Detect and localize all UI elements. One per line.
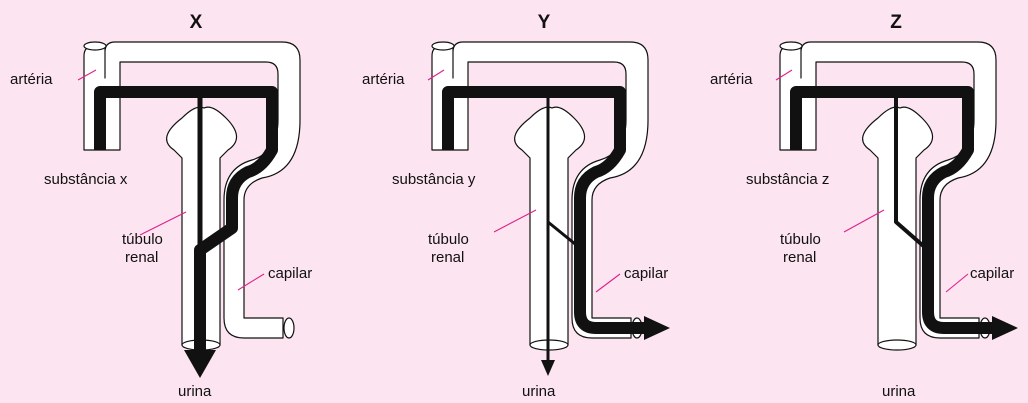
label-urina: urina — [522, 383, 556, 400]
label-urina: urina — [178, 383, 212, 400]
arrow-head-icon — [992, 316, 1018, 340]
label-tubulo-2: renal — [431, 249, 464, 266]
label-tubulo-2: renal — [783, 249, 816, 266]
panel-x: X artéria substância x túbulo renal capi… — [10, 12, 312, 400]
label-capilar: capilar — [268, 265, 312, 282]
label-urina: urina — [882, 383, 916, 400]
label-arteria: artéria — [362, 71, 405, 88]
label-arteria: artéria — [710, 71, 753, 88]
label-substancia: substância y — [392, 171, 476, 188]
label-capilar: capilar — [624, 265, 668, 282]
label-tubulo-2: renal — [125, 249, 158, 266]
panel-title: Z — [890, 12, 902, 33]
arrow-head-icon — [644, 316, 670, 340]
label-tubulo-1: túbulo — [428, 231, 469, 248]
label-substancia: substância z — [746, 171, 829, 188]
panel-z: Z artéria substância z túbulo renal capi… — [710, 12, 1018, 400]
arrow-head-icon — [541, 360, 555, 376]
label-substancia: substância x — [44, 171, 128, 188]
arrow-head-icon — [184, 350, 216, 378]
panel-title: Y — [538, 12, 551, 33]
label-arteria: artéria — [10, 71, 53, 88]
panel-title: X — [190, 12, 203, 33]
label-capilar: capilar — [970, 265, 1014, 282]
label-tubulo-1: túbulo — [780, 231, 821, 248]
panel-y: Y artéria substância y túbulo renal capi… — [362, 12, 670, 400]
